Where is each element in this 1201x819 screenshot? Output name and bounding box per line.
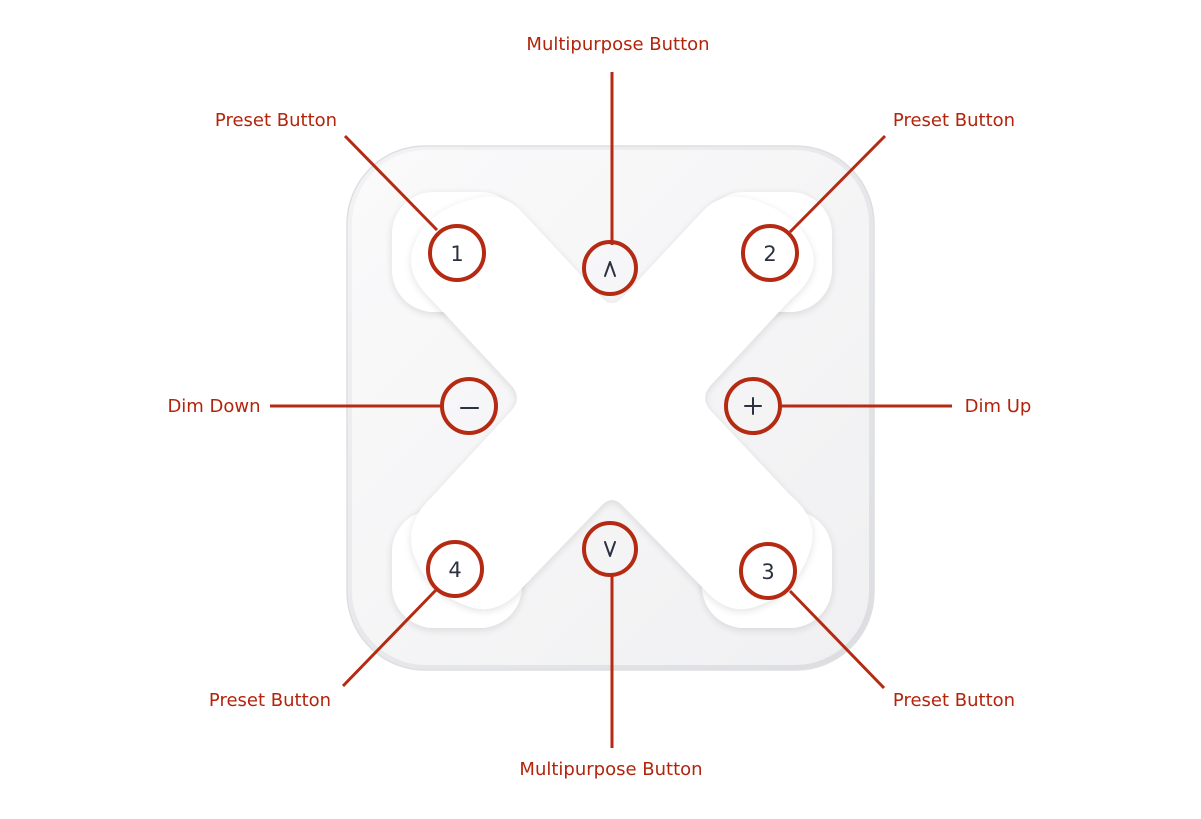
callout-ring: [440, 377, 498, 435]
preset-1-label: 1: [450, 242, 463, 266]
multipurpose-up-button[interactable]: [582, 240, 638, 296]
leader-lines: [270, 72, 952, 748]
leader-preset-top-left: [343, 134, 439, 232]
callout-ring: [741, 224, 799, 282]
callout-ring: [426, 540, 484, 598]
callout-ring: [582, 521, 638, 577]
preset-4-label: 4: [448, 558, 461, 582]
label-preset-bottom-right: Preset Button: [893, 690, 1015, 711]
preset-button-2[interactable]: 2: [741, 224, 799, 282]
label-preset-bottom-left: Preset Button: [209, 690, 331, 711]
dim-up-button[interactable]: [724, 377, 782, 435]
callout-ring: [428, 224, 486, 282]
preset-2-label: 2: [763, 242, 776, 266]
chevron-up-icon: [604, 261, 616, 277]
leader-preset-bottom-right: [788, 589, 886, 690]
plus-icon: [744, 397, 762, 415]
preset-button-4[interactable]: 4: [426, 540, 484, 598]
callout-ring: [582, 240, 638, 296]
preset-button-1[interactable]: 1: [428, 224, 486, 282]
multipurpose-down-button[interactable]: [582, 521, 638, 577]
callout-ring: [739, 542, 797, 600]
label-preset-top-right: Preset Button: [893, 110, 1015, 131]
preset-button-3[interactable]: 3: [739, 542, 797, 600]
label-multipurpose-bottom: Multipurpose Button: [519, 759, 702, 780]
callout-labels: Multipurpose Button Preset Button Preset…: [167, 34, 1031, 780]
chevron-down-icon: [604, 541, 616, 557]
preset-3-label: 3: [761, 560, 774, 584]
dim-down-button[interactable]: [440, 377, 498, 435]
x-control-surface: [411, 196, 814, 610]
remote-device: [346, 145, 875, 671]
leader-preset-top-right: [788, 134, 887, 234]
leader-preset-bottom-left: [341, 588, 438, 688]
label-dim-down: Dim Down: [167, 396, 260, 417]
label-multipurpose-top: Multipurpose Button: [526, 34, 709, 55]
label-dim-up: Dim Up: [965, 396, 1032, 417]
label-preset-top-left: Preset Button: [215, 110, 337, 131]
callout-ring: [724, 377, 782, 435]
